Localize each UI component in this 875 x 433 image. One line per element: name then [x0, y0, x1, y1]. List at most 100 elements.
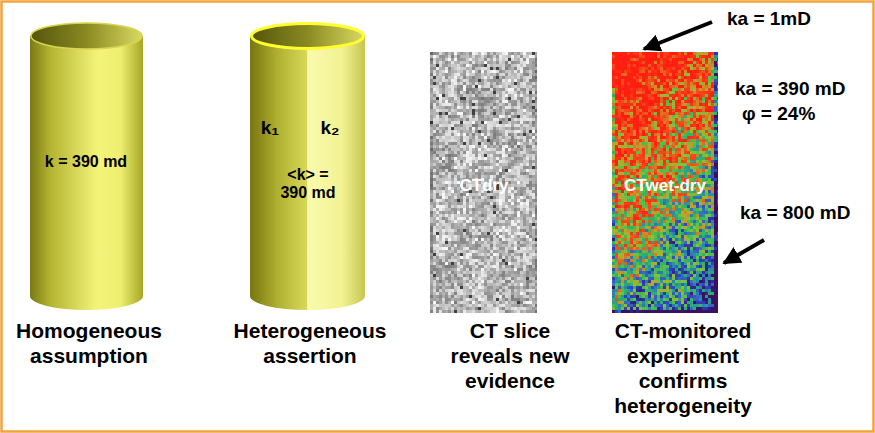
ct-pixel [499, 103, 502, 106]
ct-pixel [487, 76, 490, 79]
ct-pixel [502, 82, 505, 85]
ct-pixel [484, 121, 487, 124]
ct-pixel [535, 148, 537, 151]
split-core-cylinder: k₁k₂<k> = 390 md [250, 22, 365, 310]
ct-pixel [433, 211, 436, 214]
ct-pixel [490, 142, 493, 145]
ct-pixel [514, 169, 517, 172]
ct-pixel [493, 124, 496, 127]
ct-pixel [442, 85, 445, 88]
ct-pixel [511, 88, 514, 91]
ct-pixel [460, 208, 463, 211]
ct-pixel [517, 115, 520, 118]
ct-pixel [451, 184, 454, 187]
ct-pixel [526, 127, 529, 130]
ct-pixel [460, 109, 463, 112]
ct-pixel [490, 127, 493, 130]
ct-pixel [430, 160, 433, 163]
ct-pixel [529, 208, 532, 211]
ct-pixel [472, 109, 475, 112]
ct-pixel [433, 100, 436, 103]
ct-pixel [535, 169, 537, 172]
ct-pixel [502, 109, 505, 112]
ct-pixel [430, 115, 433, 118]
ct-pixel [535, 121, 537, 124]
ct-pixel [481, 94, 484, 97]
ct-pixel [484, 61, 487, 64]
ct-pixel [445, 79, 448, 82]
ct-pixel [436, 196, 439, 199]
ct-pixel [511, 151, 514, 154]
ct-pixel [523, 190, 526, 193]
ct-pixel [532, 85, 535, 88]
ct-pixel [493, 52, 496, 55]
ct-pixel [532, 178, 535, 181]
ct-pixel [442, 145, 445, 148]
ct-pixel [520, 130, 523, 133]
ct-pixel [463, 109, 466, 112]
ct-pixel [514, 211, 517, 214]
ct-pixel [433, 145, 436, 148]
ct-pixel [442, 169, 445, 172]
ct-pixel [523, 193, 526, 196]
ct-pixel [439, 163, 442, 166]
ct-pixel [493, 172, 496, 175]
ct-pixel [484, 148, 487, 151]
ct-pixel [523, 202, 526, 205]
ct-pixel [481, 205, 484, 208]
ct-pixel [472, 127, 475, 130]
ct-pixel [529, 97, 532, 100]
ct-pixel [472, 103, 475, 106]
ct-pixel [526, 205, 529, 208]
ct-pixel [535, 154, 537, 157]
ct-pixel [463, 64, 466, 67]
ct-pixel [508, 115, 511, 118]
ct-pixel [469, 139, 472, 142]
ct-pixel [493, 67, 496, 70]
ct-pixel [457, 97, 460, 100]
ct-pixel [499, 139, 502, 142]
ct-pixel [532, 166, 535, 169]
ct-pixel [472, 82, 475, 85]
ct-pixel [433, 205, 436, 208]
ct-pixel [457, 103, 460, 106]
ct-pixel [496, 91, 499, 94]
ct-pixel [460, 103, 463, 106]
ct-pixel [514, 190, 517, 193]
ct-pixel [493, 85, 496, 88]
ct-pixel [505, 103, 508, 106]
ct-pixel [496, 61, 499, 64]
ct-pixel [529, 52, 532, 55]
ct-pixel [448, 76, 451, 79]
ct-pixel [472, 61, 475, 64]
ct-pixel [460, 106, 463, 109]
ct-pixel [505, 118, 508, 121]
ct-pixel [508, 88, 511, 91]
ct-pixel [442, 172, 445, 175]
ct-pixel [493, 97, 496, 100]
ct-pixel [532, 154, 535, 157]
ct-pixel [490, 115, 493, 118]
ct-pixel [484, 73, 487, 76]
ct-pixel [439, 91, 442, 94]
ct-pixel [442, 88, 445, 91]
ct-pixel [475, 52, 478, 55]
ct-pixel [517, 127, 520, 130]
ct-pixel [499, 91, 502, 94]
ct-pixel [454, 196, 457, 199]
ct-pixel [442, 208, 445, 211]
ct-pixel [454, 106, 457, 109]
ct-pixel [454, 169, 457, 172]
ct-pixel [460, 100, 463, 103]
ct-pixel [478, 100, 481, 103]
ct-pixel [433, 214, 436, 217]
ct-pixel [484, 172, 487, 175]
ct-pixel [508, 169, 511, 172]
ct-pixel [532, 151, 535, 154]
pointer-arrow [644, 22, 712, 49]
ct-pixel [517, 169, 520, 172]
ct-pixel [529, 166, 532, 169]
ct-pixel [475, 79, 478, 82]
ct-pixel [472, 94, 475, 97]
ct-pixel [457, 208, 460, 211]
